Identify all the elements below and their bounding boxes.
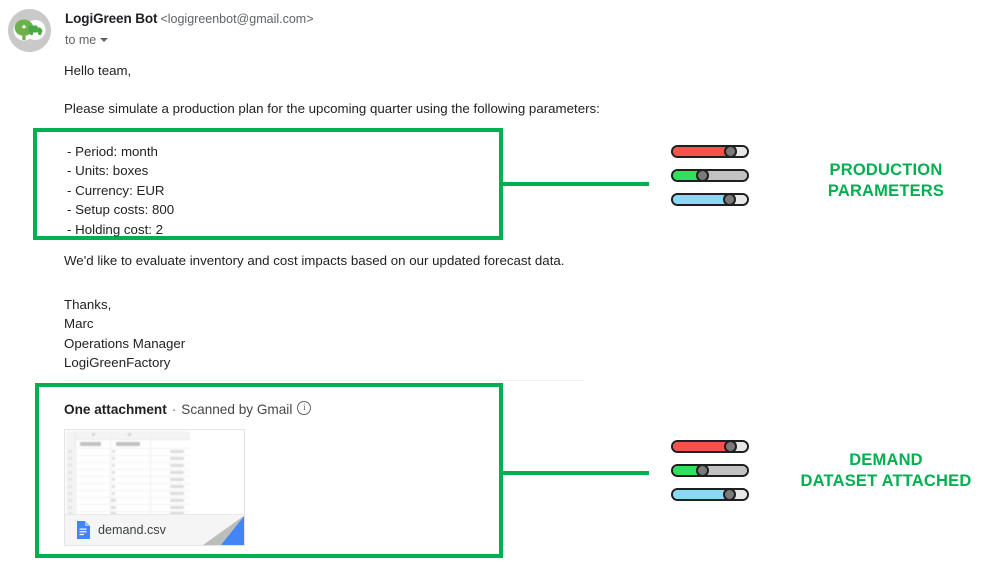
list-item: - Holding cost: 2: [67, 221, 164, 237]
connector-line-demand: [501, 471, 649, 475]
spreadsheet-thumbnail-icon: [66, 431, 190, 517]
annotation-line: PARAMETERS: [827, 182, 945, 200]
slider-green[interactable]: [671, 169, 749, 182]
signature-block: Thanks, Marc Operations Manager LogiGree…: [64, 295, 185, 373]
list-item: - Setup costs: 800: [67, 202, 175, 218]
slider-blue[interactable]: [671, 193, 749, 206]
slider-green[interactable]: [671, 464, 749, 477]
attachment-file-name: demand.csv: [98, 523, 166, 537]
signature-line: Thanks,: [64, 297, 112, 312]
greeting-text: Hello team,: [64, 63, 132, 78]
annotation-line: PRODUCTION: [829, 161, 943, 179]
section-divider: [64, 380, 584, 381]
sender-email: <logigreenbot@gmail.com>: [160, 12, 314, 26]
recipient-label: to me: [65, 33, 97, 47]
parameter-list: - Period: month - Units: boxes - Currenc…: [67, 142, 174, 239]
attachment-count-label: One attachment: [64, 402, 167, 417]
annotation-label-production-parameters: PRODUCTION PARAMETERS: [786, 160, 986, 202]
sender-name: LogiGreen Bot: [65, 11, 158, 26]
list-item: - Units: boxes: [67, 163, 149, 179]
intro-text: Please simulate a production plan for th…: [64, 101, 600, 116]
connector-line-production: [501, 182, 649, 186]
google-sheets-corner-fold-icon[interactable]: [203, 515, 244, 545]
annotation-line: DEMAND: [849, 451, 923, 469]
csv-document-icon: [76, 521, 90, 539]
list-item: - Period: month: [67, 144, 158, 159]
annotation-line: DATASET ATTACHED: [800, 472, 972, 490]
sender-line: LogiGreen Bot<logigreenbot@gmail.com>: [65, 11, 314, 27]
separator-dot: ·: [171, 402, 177, 417]
production-parameters-highlight-box: - Period: month - Units: boxes - Currenc…: [33, 128, 503, 240]
attachment-card[interactable]: demand.csv: [64, 429, 245, 546]
list-item: - Currency: EUR: [67, 182, 165, 198]
attachment-preview[interactable]: [65, 430, 244, 517]
annotation-label-demand-dataset: DEMAND DATASET ATTACHED: [772, 450, 1000, 492]
slider-blue[interactable]: [671, 488, 749, 501]
scanned-by-gmail-label: Scanned by Gmail: [181, 402, 293, 417]
slider-red[interactable]: [671, 145, 749, 158]
demand-dataset-highlight-box: [35, 383, 503, 558]
avatar: [8, 9, 51, 52]
production-parameters-sliders: [671, 145, 749, 206]
demand-dataset-sliders: [671, 440, 749, 501]
attachment-header: One attachment · Scanned by Gmail: [64, 400, 312, 419]
evaluate-text: We'd like to evaluate inventory and cost…: [64, 253, 565, 268]
attachment-footer[interactable]: demand.csv: [65, 514, 244, 545]
signature-line: Operations Manager: [64, 335, 186, 351]
chevron-down-icon[interactable]: [100, 37, 109, 42]
recipient-toggle[interactable]: to me: [65, 33, 109, 47]
signature-line: Marc: [64, 316, 94, 332]
slider-red[interactable]: [671, 440, 749, 453]
info-circle-icon[interactable]: [297, 400, 312, 415]
signature-line: LogiGreenFactory: [64, 355, 171, 371]
